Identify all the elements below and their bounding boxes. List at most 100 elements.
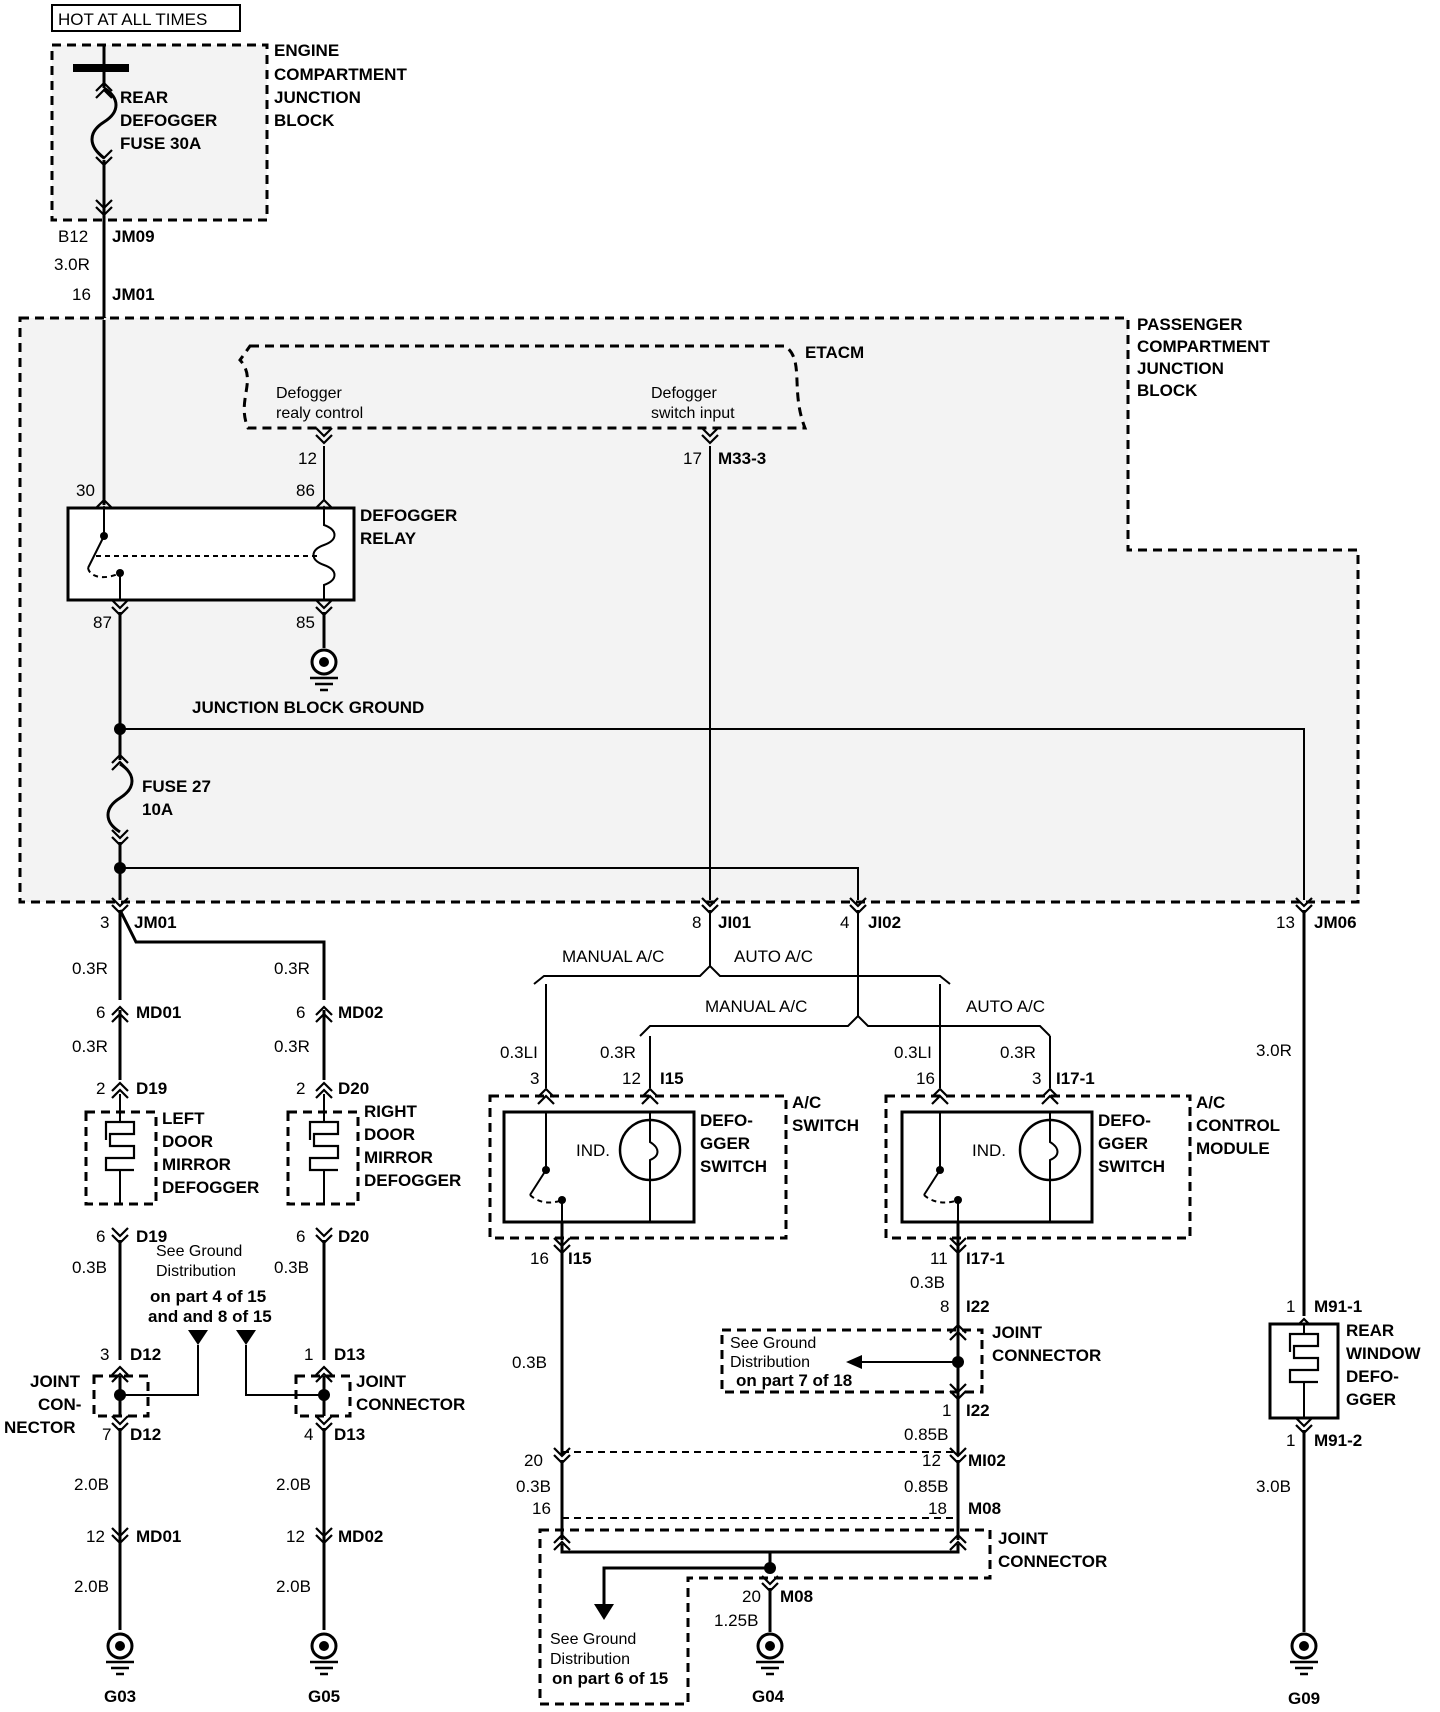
branch-manual-2: MANUAL A/C: [705, 997, 807, 1016]
rw-wire-1: 3.0R: [1256, 1041, 1292, 1060]
ground-g09: G09: [1288, 1689, 1320, 1708]
exit-pin-4: 4: [840, 913, 849, 932]
i22-note-2: Distribution: [730, 1354, 810, 1371]
acm-pin-r: 3: [1032, 1069, 1041, 1088]
rm-c2-conn: D20: [338, 1079, 369, 1098]
rm-c5-pin: 4: [304, 1425, 313, 1444]
acs-ind: IND.: [576, 1141, 610, 1160]
relay-pin-85: 85: [296, 613, 315, 632]
lm-joint-2: CON-: [38, 1395, 81, 1414]
acs-pin-out: 16: [530, 1249, 549, 1268]
i22-conn-out: I22: [966, 1401, 990, 1420]
mi02-pin-left: 20: [524, 1451, 543, 1470]
rw-label-2: WINDOW: [1346, 1344, 1422, 1363]
lm-c6-pin: 12: [86, 1527, 105, 1546]
rm-c1-pin: 6: [296, 1003, 305, 1022]
branch-auto-1: AUTO A/C: [734, 947, 813, 966]
fuse-30a-label-3: FUSE 30A: [120, 134, 201, 153]
m08-pin-left: 16: [532, 1499, 551, 1518]
m08-wire-left: 0.3B: [516, 1477, 551, 1496]
rm-c6-conn: MD02: [338, 1527, 383, 1546]
branch-manual-1: MANUAL A/C: [562, 947, 664, 966]
rw-c2-pin: 1: [1286, 1431, 1295, 1450]
lm-c5-pin: 7: [102, 1425, 111, 1444]
pcjb-label-4: BLOCK: [1137, 381, 1198, 400]
rw-label-3: DEFO-: [1346, 1367, 1399, 1386]
acs-label-2: SWITCH: [792, 1116, 859, 1135]
i22-label-1: JOINT: [992, 1323, 1043, 1342]
pcjb-label-2: COMPARTMENT: [1137, 337, 1270, 356]
ground-g04: G04: [752, 1687, 785, 1706]
m08-label-1: JOINT: [998, 1529, 1049, 1548]
engine-block-label-4: BLOCK: [274, 111, 335, 130]
i22-conn: I22: [966, 1297, 990, 1316]
m08-joint-connector: [538, 1528, 992, 1706]
acm-label-2: CONTROL: [1196, 1116, 1280, 1135]
acs-label-1: A/C: [792, 1093, 821, 1112]
engine-block-label-3: JUNCTION: [274, 88, 361, 107]
acs-wire-r: 0.3R: [600, 1043, 636, 1062]
exit-connector-ji02: JI02: [868, 913, 901, 932]
rw-c1-pin: 1: [1286, 1297, 1295, 1316]
etacm-switch-input-1: Defogger: [651, 385, 717, 402]
lm-c5-conn: D12: [130, 1425, 161, 1444]
rm-c4-pin: 1: [304, 1345, 313, 1364]
exit-connector-ji01: JI01: [718, 913, 751, 932]
acm-pin-li: 16: [916, 1069, 935, 1088]
lm-label-2: DOOR: [162, 1132, 213, 1151]
rw-label-1: REAR: [1346, 1321, 1394, 1340]
ground-note-mirrors-2: Distribution: [156, 1263, 236, 1280]
ground-note-mirrors-4: and and 8 of 15: [148, 1307, 272, 1326]
lm-label-3: MIRROR: [162, 1155, 231, 1174]
connector-jm01-entry: JM01: [112, 285, 155, 304]
lm-c1-conn: MD01: [136, 1003, 181, 1022]
ground-g03: G03: [104, 1687, 136, 1706]
rm-wire-3: 0.3B: [274, 1258, 309, 1277]
ground-arrow-right: [236, 1330, 256, 1345]
acm-switch-label-1: DEFO-: [1098, 1111, 1151, 1130]
mi02-pin-right: 12: [922, 1451, 941, 1470]
acs-pin-r: 12: [622, 1069, 641, 1088]
ground-g05: G05: [308, 1687, 340, 1706]
lm-c6-conn: MD01: [136, 1527, 181, 1546]
acm-ind: IND.: [972, 1141, 1006, 1160]
fuse-30a-label-2: DEFOGGER: [120, 111, 217, 130]
lm-c4-conn: D12: [130, 1345, 161, 1364]
rw-c1-conn: M91-1: [1314, 1297, 1362, 1316]
etacm-pin-17: 17: [683, 449, 702, 468]
relay-pin-87: 87: [93, 613, 112, 632]
acs-switch-label-3: SWITCH: [700, 1157, 767, 1176]
fuse-27-label-1: FUSE 27: [142, 777, 211, 796]
etacm-relay-control-1: Defogger: [276, 385, 342, 402]
m08-wire-right: 0.85B: [904, 1477, 948, 1496]
bus-to-rear-window: [120, 728, 1305, 900]
rm-c5-conn: D13: [334, 1425, 365, 1444]
lm-c4-pin: 3: [100, 1345, 109, 1364]
etacm-relay-control-2: realy control: [276, 405, 363, 422]
i22-joint-connector: [720, 1328, 984, 1394]
exit-connector-jm06: JM06: [1314, 913, 1357, 932]
m08-ground-arrow: [594, 1604, 614, 1620]
acm-conn-top: I17-1: [1056, 1069, 1095, 1088]
acm-pin-out: 11: [930, 1249, 948, 1268]
lm-label-4: DEFOGGER: [162, 1178, 259, 1197]
branch-auto-2: AUTO A/C: [966, 997, 1045, 1016]
wire-3-0r-top: 3.0R: [54, 255, 90, 274]
m08-label-2: CONNECTOR: [998, 1552, 1107, 1571]
engine-block-label-2: COMPARTMENT: [274, 65, 407, 84]
passenger-compartment-block: [18, 316, 1360, 904]
rm-joint-2: CONNECTOR: [356, 1395, 465, 1414]
i22-ground-arrow: [846, 1355, 862, 1369]
engine-block-label-1: ENGINE: [274, 41, 339, 60]
relay-pin-86: 86: [296, 481, 315, 500]
rm-c4-conn: D13: [334, 1345, 365, 1364]
connector-m33-3: M33-3: [718, 449, 766, 468]
acm-conn-out: I17-1: [966, 1249, 1005, 1268]
lm-label-1: LEFT: [162, 1109, 205, 1128]
m08-conn: M08: [968, 1499, 1001, 1518]
i22-pin-out: 1: [942, 1401, 951, 1420]
acm-switch-label-3: SWITCH: [1098, 1157, 1165, 1176]
hot-at-all-times-label: HOT AT ALL TIMES: [58, 10, 207, 29]
lm-c3-pin: 6: [96, 1227, 105, 1246]
fuse-27-symbol: [106, 762, 134, 834]
